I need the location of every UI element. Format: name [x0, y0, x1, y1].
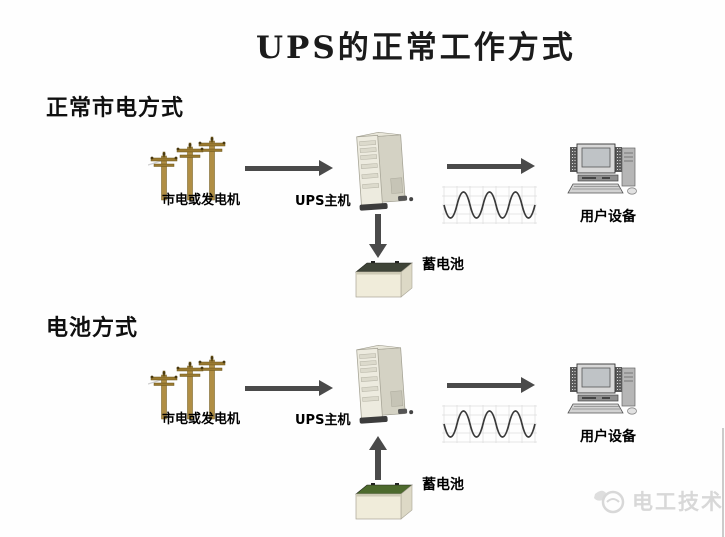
user-device-icon [567, 143, 637, 195]
user-device-icon [567, 363, 637, 415]
ups-tower-icon [356, 344, 414, 424]
ups-label: UPS主机 [295, 413, 351, 428]
arrow-ups-to-device [447, 377, 535, 393]
arrow-ups-to-battery [369, 214, 387, 258]
watermark-text: 电工技术 [632, 490, 724, 514]
user-device-label: 用户设备 [580, 429, 636, 445]
section-heading-normal-mode: 正常市电方式 [46, 96, 185, 121]
ups-label: UPS主机 [295, 194, 351, 209]
watermark-logo-icon [594, 490, 625, 514]
user-device-label: 用户设备 [580, 209, 636, 225]
power-source-label: 市电或发电机 [162, 412, 241, 427]
power-lines-icon [148, 136, 226, 201]
watermark: 电工技术 [592, 486, 724, 516]
section-heading-battery-mode: 电池方式 [46, 316, 139, 341]
right-edge-line [722, 428, 724, 537]
power-source-label: 市电或发电机 [162, 193, 241, 208]
sine-wave-icon [442, 186, 537, 224]
page-title: UPS的正常工作方式 [256, 30, 576, 66]
arrow-mains-to-ups [245, 160, 333, 176]
sine-wave-icon [442, 405, 537, 443]
arrow-battery-to-ups [369, 436, 387, 480]
battery-label: 蓄电池 [422, 477, 464, 493]
ups-tower-icon [356, 131, 414, 211]
battery-icon [355, 261, 413, 298]
power-lines-icon [148, 355, 226, 420]
battery-icon [355, 483, 413, 520]
arrow-mains-to-ups [245, 380, 333, 396]
arrow-ups-to-device [447, 158, 535, 174]
battery-label: 蓄电池 [422, 257, 464, 273]
